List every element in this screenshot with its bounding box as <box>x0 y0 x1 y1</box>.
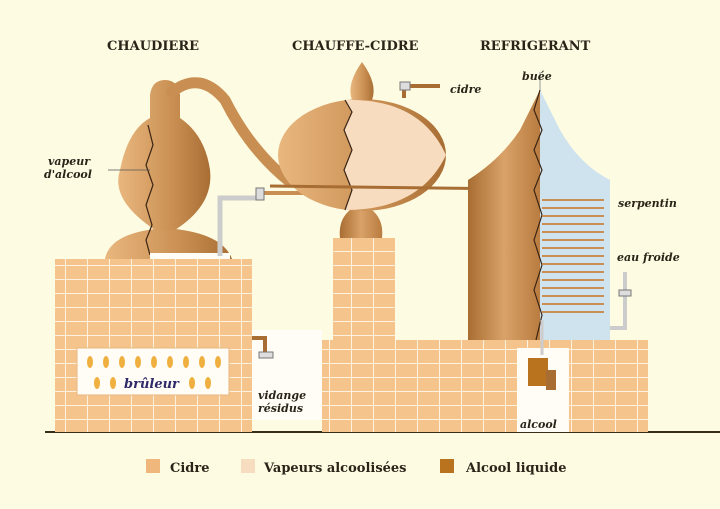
coil-label: serpentin <box>618 197 677 210</box>
feed-valve-icon <box>255 187 265 201</box>
drain-pipe <box>252 336 267 352</box>
furnace-brickwork <box>55 259 252 432</box>
cider-label: cidre <box>450 83 481 96</box>
swan-neck-pipe <box>166 77 296 188</box>
legend-label-cidre: Cidre <box>170 461 210 476</box>
alcohol-label: alcool <box>520 418 557 431</box>
legend-swatch-cidre <box>146 459 160 473</box>
drain-label-1: vidange <box>258 389 306 402</box>
mist-label: buée <box>522 70 552 83</box>
legend-label-vapeurs: Vapeurs alcoolisées <box>263 461 407 476</box>
flame-icons <box>87 356 221 389</box>
drain-valve-icon <box>258 351 274 359</box>
vapour-label-1: vapeur <box>48 155 91 168</box>
vapour-label-2: d'alcool <box>44 168 92 181</box>
boiler-cutaway <box>145 124 154 256</box>
heater-pillar <box>333 238 395 340</box>
title-cooler: REFRIGERANT <box>480 39 591 54</box>
legend-swatch-alcool <box>440 459 454 473</box>
boiler-base <box>105 228 232 259</box>
cider-feed-pipe <box>217 195 262 256</box>
burner-label: brûleur <box>124 377 180 392</box>
cold-water-pipe <box>610 272 627 330</box>
coil-serpentin <box>542 199 604 313</box>
burner-box <box>76 347 230 396</box>
heater-foot <box>339 210 383 238</box>
legend-swatch-vapeurs <box>241 459 255 473</box>
cooler-copper-half <box>468 90 540 340</box>
legend: Cidre Vapeurs alcoolisées Alcool liquide <box>146 459 566 476</box>
cider-valve-icon <box>399 81 411 91</box>
water-valve-icon <box>618 289 632 297</box>
base-brickwork <box>322 340 648 432</box>
heater-interior <box>344 99 446 210</box>
legend-label-alcool: Alcool liquide <box>465 461 566 476</box>
title-heater: CHAUFFE-CIDRE <box>292 39 419 54</box>
title-boiler: CHAUDIERE <box>107 39 199 54</box>
heater-dome-knob <box>350 62 374 100</box>
drain-label-2: résidus <box>258 402 303 415</box>
boiler-bulb <box>118 80 211 230</box>
cold-water-label: eau froide <box>617 251 680 264</box>
alcohol-container <box>528 358 548 386</box>
